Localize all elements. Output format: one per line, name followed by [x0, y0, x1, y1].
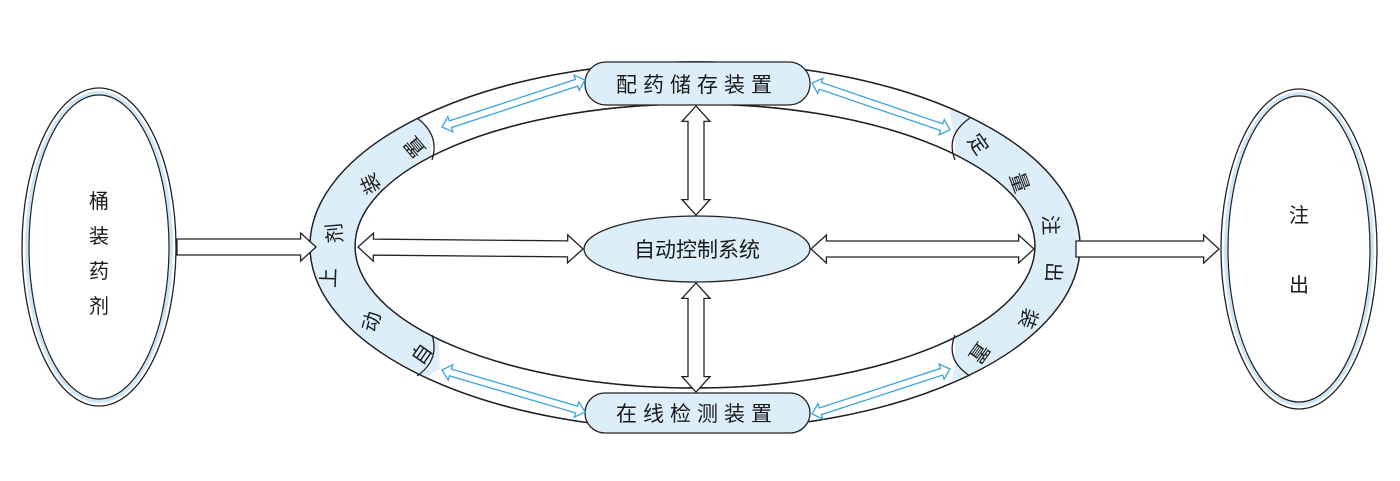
output-node-char: 出: [1289, 273, 1309, 297]
input-node-char: 药: [89, 259, 109, 283]
top-device: 配药储存装置: [584, 61, 811, 106]
control-bottom-arrow: [680, 282, 712, 393]
input-node-char: 装: [89, 224, 109, 248]
control-node-label: 自动控制系统: [634, 238, 760, 262]
output-node: 注出: [1220, 88, 1378, 410]
output-node-char: 注: [1289, 203, 1309, 227]
control-top-arrow: [680, 105, 712, 216]
control-right-arrow: [810, 233, 1035, 265]
right-device-char: 出: [1041, 262, 1066, 283]
right-to-output-arrow: [1075, 233, 1220, 265]
bottom-device: 在线检测装置: [584, 392, 811, 434]
bottom-device-label: 在线检测装置: [616, 402, 778, 426]
control-node: 自动控制系统: [583, 215, 811, 283]
ring-top-right-arrow: [811, 77, 951, 136]
top-device-label: 配药储存装置: [616, 73, 778, 97]
input-node-char: 剂: [89, 294, 109, 318]
ring-bottom-left-arrow: [441, 363, 586, 419]
right-device-char: 注: [1038, 215, 1063, 236]
ring-right-bottom-arrow: [811, 362, 951, 421]
left-device-char: 上: [316, 268, 341, 289]
input-to-left-arrow: [176, 231, 317, 263]
input-node-char: 桶: [89, 189, 109, 213]
left-device-char: 剂: [322, 222, 348, 244]
control-left-arrow: [357, 231, 584, 265]
ring-left-top-arrow: [441, 73, 586, 134]
